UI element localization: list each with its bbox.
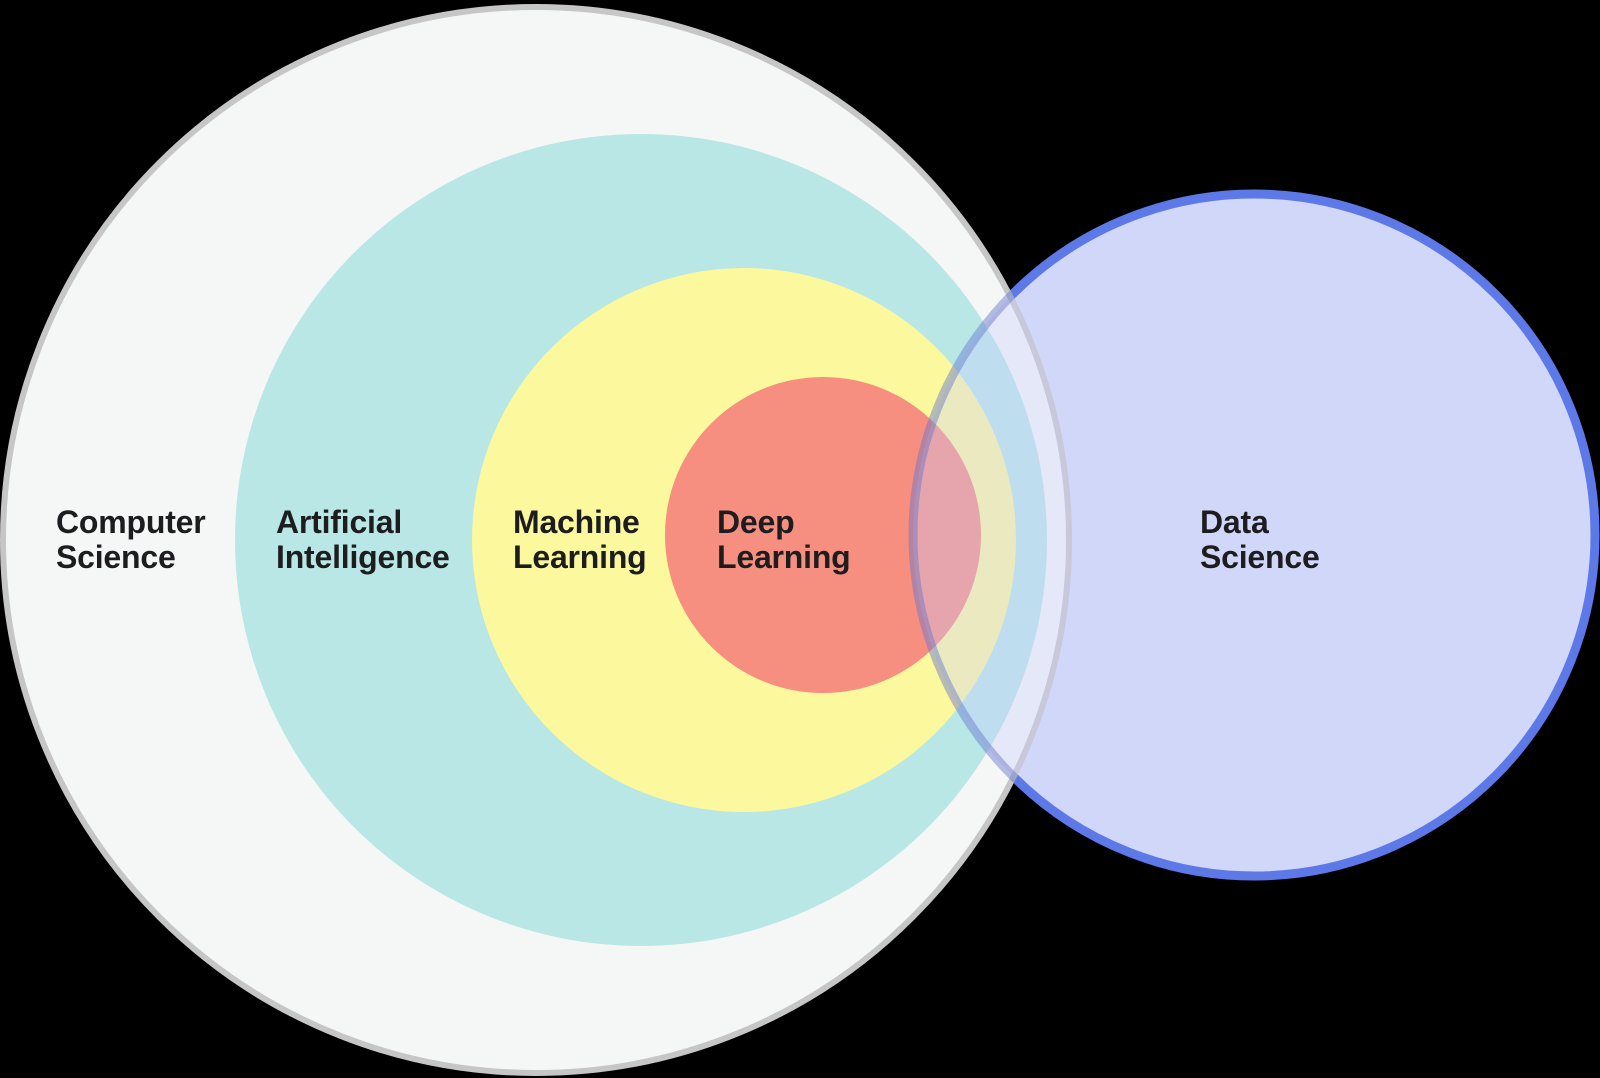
- label-deep-learning: Deep Learning: [717, 504, 851, 575]
- data-science-overlap-circle: [908, 189, 1072, 881]
- deep-learning-circle: [665, 377, 981, 693]
- label-computer-science: Computer Science: [56, 504, 206, 575]
- label-machine-learning: Machine Learning: [513, 504, 647, 575]
- data-science-overlap-tint: [908, 189, 1072, 881]
- label-data-science: Data Science: [1200, 504, 1320, 575]
- label-artificial-intelligence: Artificial Intelligence: [276, 504, 450, 575]
